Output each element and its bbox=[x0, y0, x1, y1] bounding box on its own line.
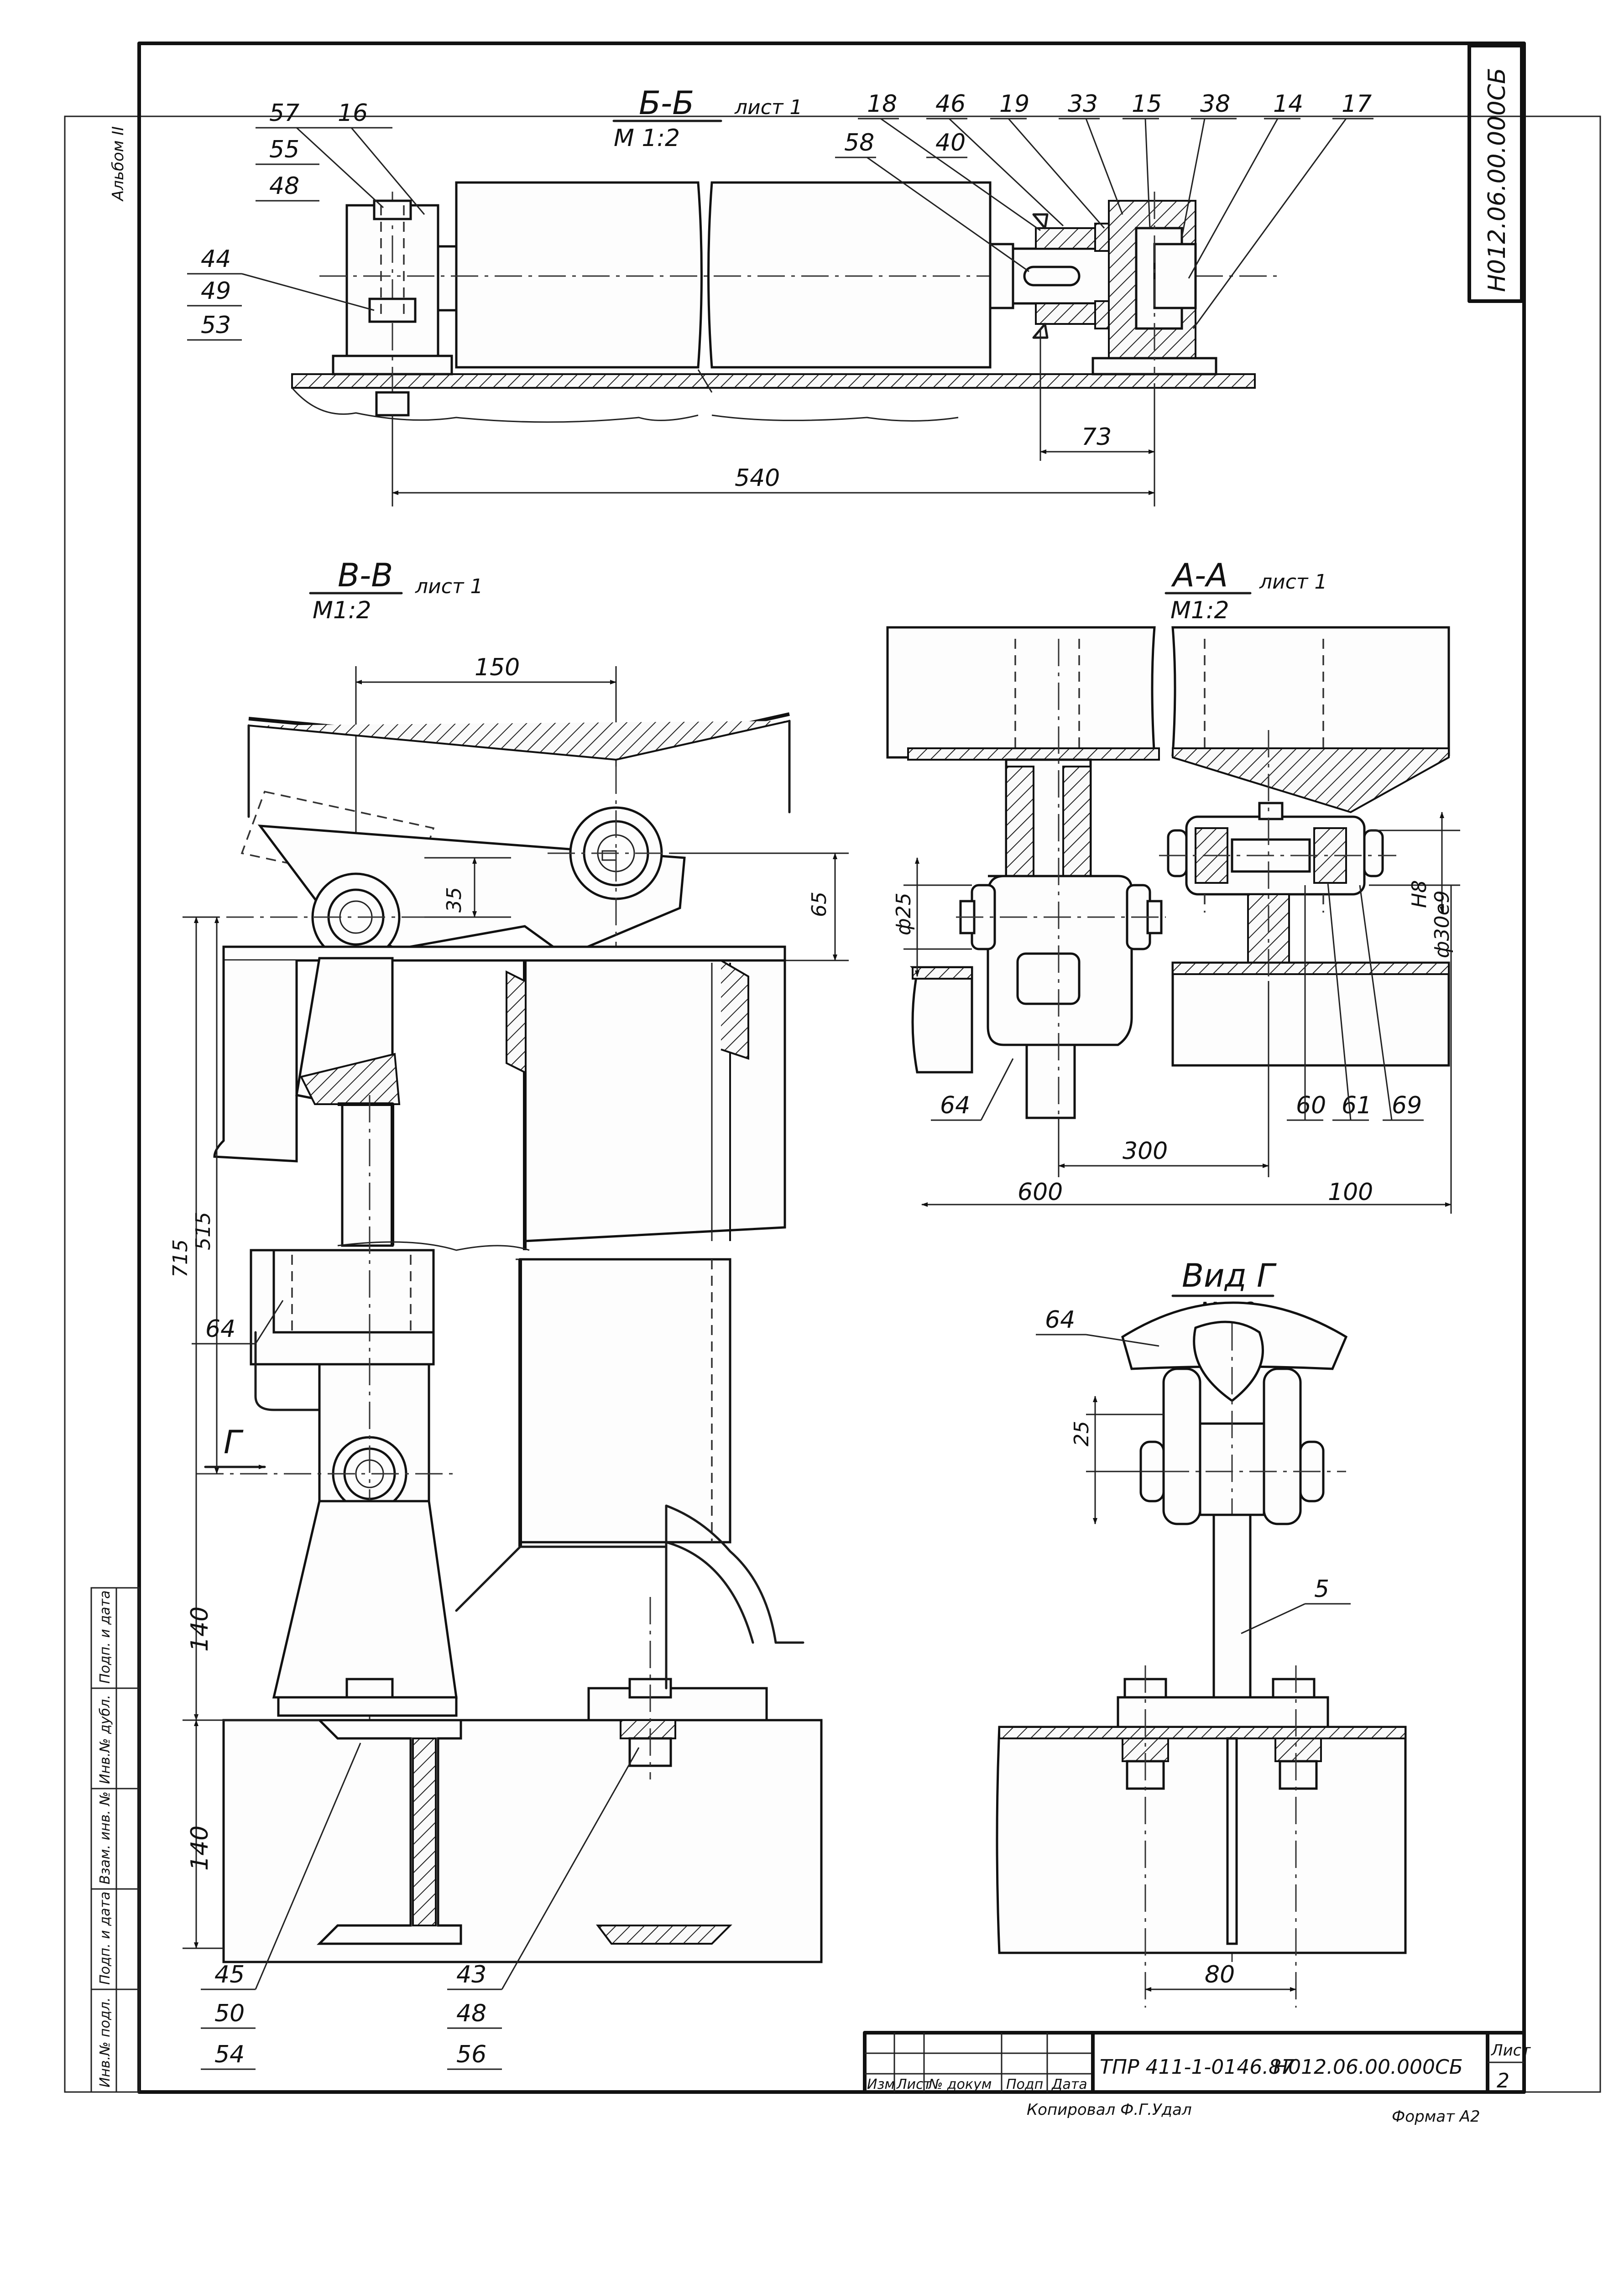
callout-69: 69 bbox=[1392, 1092, 1422, 1119]
designation-box: Н012.06.00.000СБ bbox=[1467, 44, 1524, 303]
aa-callout-64: 64 bbox=[940, 1092, 970, 1119]
vv-ref: лист 1 bbox=[415, 575, 483, 598]
stamp-4: Подп. и дата bbox=[97, 1892, 113, 1985]
callout-19: 19 bbox=[999, 90, 1029, 118]
callout-60: 60 bbox=[1296, 1092, 1326, 1119]
bb-title: Б-Б bbox=[639, 84, 694, 122]
copied-by: Копировал Ф.Г.Удал bbox=[1027, 2101, 1192, 2119]
vid-callout-64: 64 bbox=[1045, 1306, 1075, 1334]
callout-48: 48 bbox=[269, 172, 299, 200]
callout-46: 46 bbox=[935, 90, 966, 118]
callout-49: 49 bbox=[201, 277, 231, 305]
dim-phi25: ф25 bbox=[892, 892, 915, 935]
callout-43: 43 bbox=[456, 1961, 486, 1988]
dim-300: 300 bbox=[1123, 1137, 1168, 1165]
side-stamp: Подп. и дата Инв.№ дубл. Взам. инв. № По… bbox=[90, 1587, 140, 2093]
dim-140b: 140 bbox=[186, 1826, 214, 1871]
footer-designation: Н012.06.00.000СБ bbox=[1273, 2056, 1463, 2079]
dim-65: 65 bbox=[808, 892, 831, 917]
th-izm: Изм bbox=[867, 2077, 895, 2092]
callout-38: 38 bbox=[1200, 90, 1230, 118]
dim-80: 80 bbox=[1205, 1961, 1235, 1988]
th-list: Лист bbox=[896, 2077, 932, 2092]
callout-55: 55 bbox=[269, 136, 299, 163]
dim-140a: 140 bbox=[186, 1607, 214, 1652]
dim-715: 715 bbox=[169, 1239, 192, 1278]
callout-5: 5 bbox=[1314, 1576, 1329, 1603]
dim-100: 100 bbox=[1328, 1179, 1373, 1206]
th-podp: Подп bbox=[1006, 2077, 1043, 2092]
dim-h8: Н8 bbox=[1408, 880, 1431, 908]
bb-ref: лист 1 bbox=[734, 96, 803, 119]
view-aa: А-А М1:2 лист 1 ф25 bbox=[886, 557, 1460, 1214]
dim-25: 25 bbox=[1070, 1421, 1093, 1446]
sheet-label: Лист bbox=[1490, 2041, 1531, 2060]
callout-18: 18 bbox=[867, 90, 897, 118]
bb-scale: М 1:2 bbox=[614, 125, 680, 152]
format: Формат А2 bbox=[1392, 2108, 1480, 2126]
dim-73: 73 bbox=[1081, 423, 1112, 451]
callout-17: 17 bbox=[1342, 90, 1372, 118]
callout-48b: 48 bbox=[456, 2000, 486, 2027]
corner-mark: Альбом II bbox=[109, 126, 127, 202]
dim-150: 150 bbox=[475, 654, 520, 681]
callout-58: 58 bbox=[844, 129, 874, 157]
callout-16: 16 bbox=[338, 99, 368, 127]
dim-515: 515 bbox=[192, 1212, 215, 1250]
stamp-1: Подп. и дата bbox=[97, 1591, 113, 1684]
arrow-g: Г bbox=[224, 1424, 244, 1461]
vv-scale: М1:2 bbox=[313, 597, 371, 624]
callout-45: 45 bbox=[214, 1961, 245, 1988]
view-vv: В-В М1:2 лист 1 150 35 bbox=[169, 557, 849, 2070]
aa-scale: М1:2 bbox=[1170, 597, 1229, 624]
callout-61: 61 bbox=[1342, 1092, 1372, 1119]
callout-44: 44 bbox=[201, 245, 231, 273]
callout-56: 56 bbox=[456, 2041, 486, 2068]
callout-40: 40 bbox=[935, 129, 966, 157]
stamp-2: Инв.№ дубл. bbox=[97, 1695, 113, 1784]
sheet-frame bbox=[64, 42, 1601, 2094]
callout-50: 50 bbox=[214, 2000, 245, 2027]
th-date: Дата bbox=[1051, 2077, 1087, 2092]
aa-title: А-А bbox=[1171, 557, 1228, 594]
stamp-5: Инв.№ подл. bbox=[97, 1998, 113, 2087]
view-vid-g: Вид Г М 1:2 25 80 bbox=[996, 1257, 1407, 2008]
th-doc: № докум bbox=[928, 2077, 992, 2092]
dim-35: 35 bbox=[443, 887, 466, 913]
callout-54: 54 bbox=[214, 2041, 245, 2068]
vv-callout-64: 64 bbox=[205, 1315, 235, 1343]
dim-540: 540 bbox=[735, 464, 780, 492]
callout-14: 14 bbox=[1273, 90, 1303, 118]
stamp-3: Взам. инв. № bbox=[97, 1791, 113, 1884]
callout-33: 33 bbox=[1068, 90, 1098, 118]
callout-57: 57 bbox=[269, 99, 299, 127]
callout-15: 15 bbox=[1132, 90, 1162, 118]
designation-text: Н012.06.00.000СБ bbox=[1483, 68, 1511, 292]
dim-phi30e9: ф30е9 bbox=[1431, 890, 1454, 958]
sheet-number: 2 bbox=[1497, 2069, 1509, 2092]
vid-title: Вид Г bbox=[1182, 1257, 1277, 1294]
vv-title: В-В bbox=[338, 557, 393, 594]
callout-53: 53 bbox=[201, 312, 231, 339]
project-code: ТПР 411-1-0146.87 bbox=[1100, 2056, 1294, 2079]
view-bb: Б-Б М 1:2 лист 1 bbox=[187, 84, 1373, 506]
dim-600: 600 bbox=[1018, 1179, 1063, 1206]
aa-ref: лист 1 bbox=[1259, 570, 1327, 594]
title-block: Изм Лист № докум Подп Дата ТПР 411-1-014… bbox=[863, 2031, 1531, 2094]
